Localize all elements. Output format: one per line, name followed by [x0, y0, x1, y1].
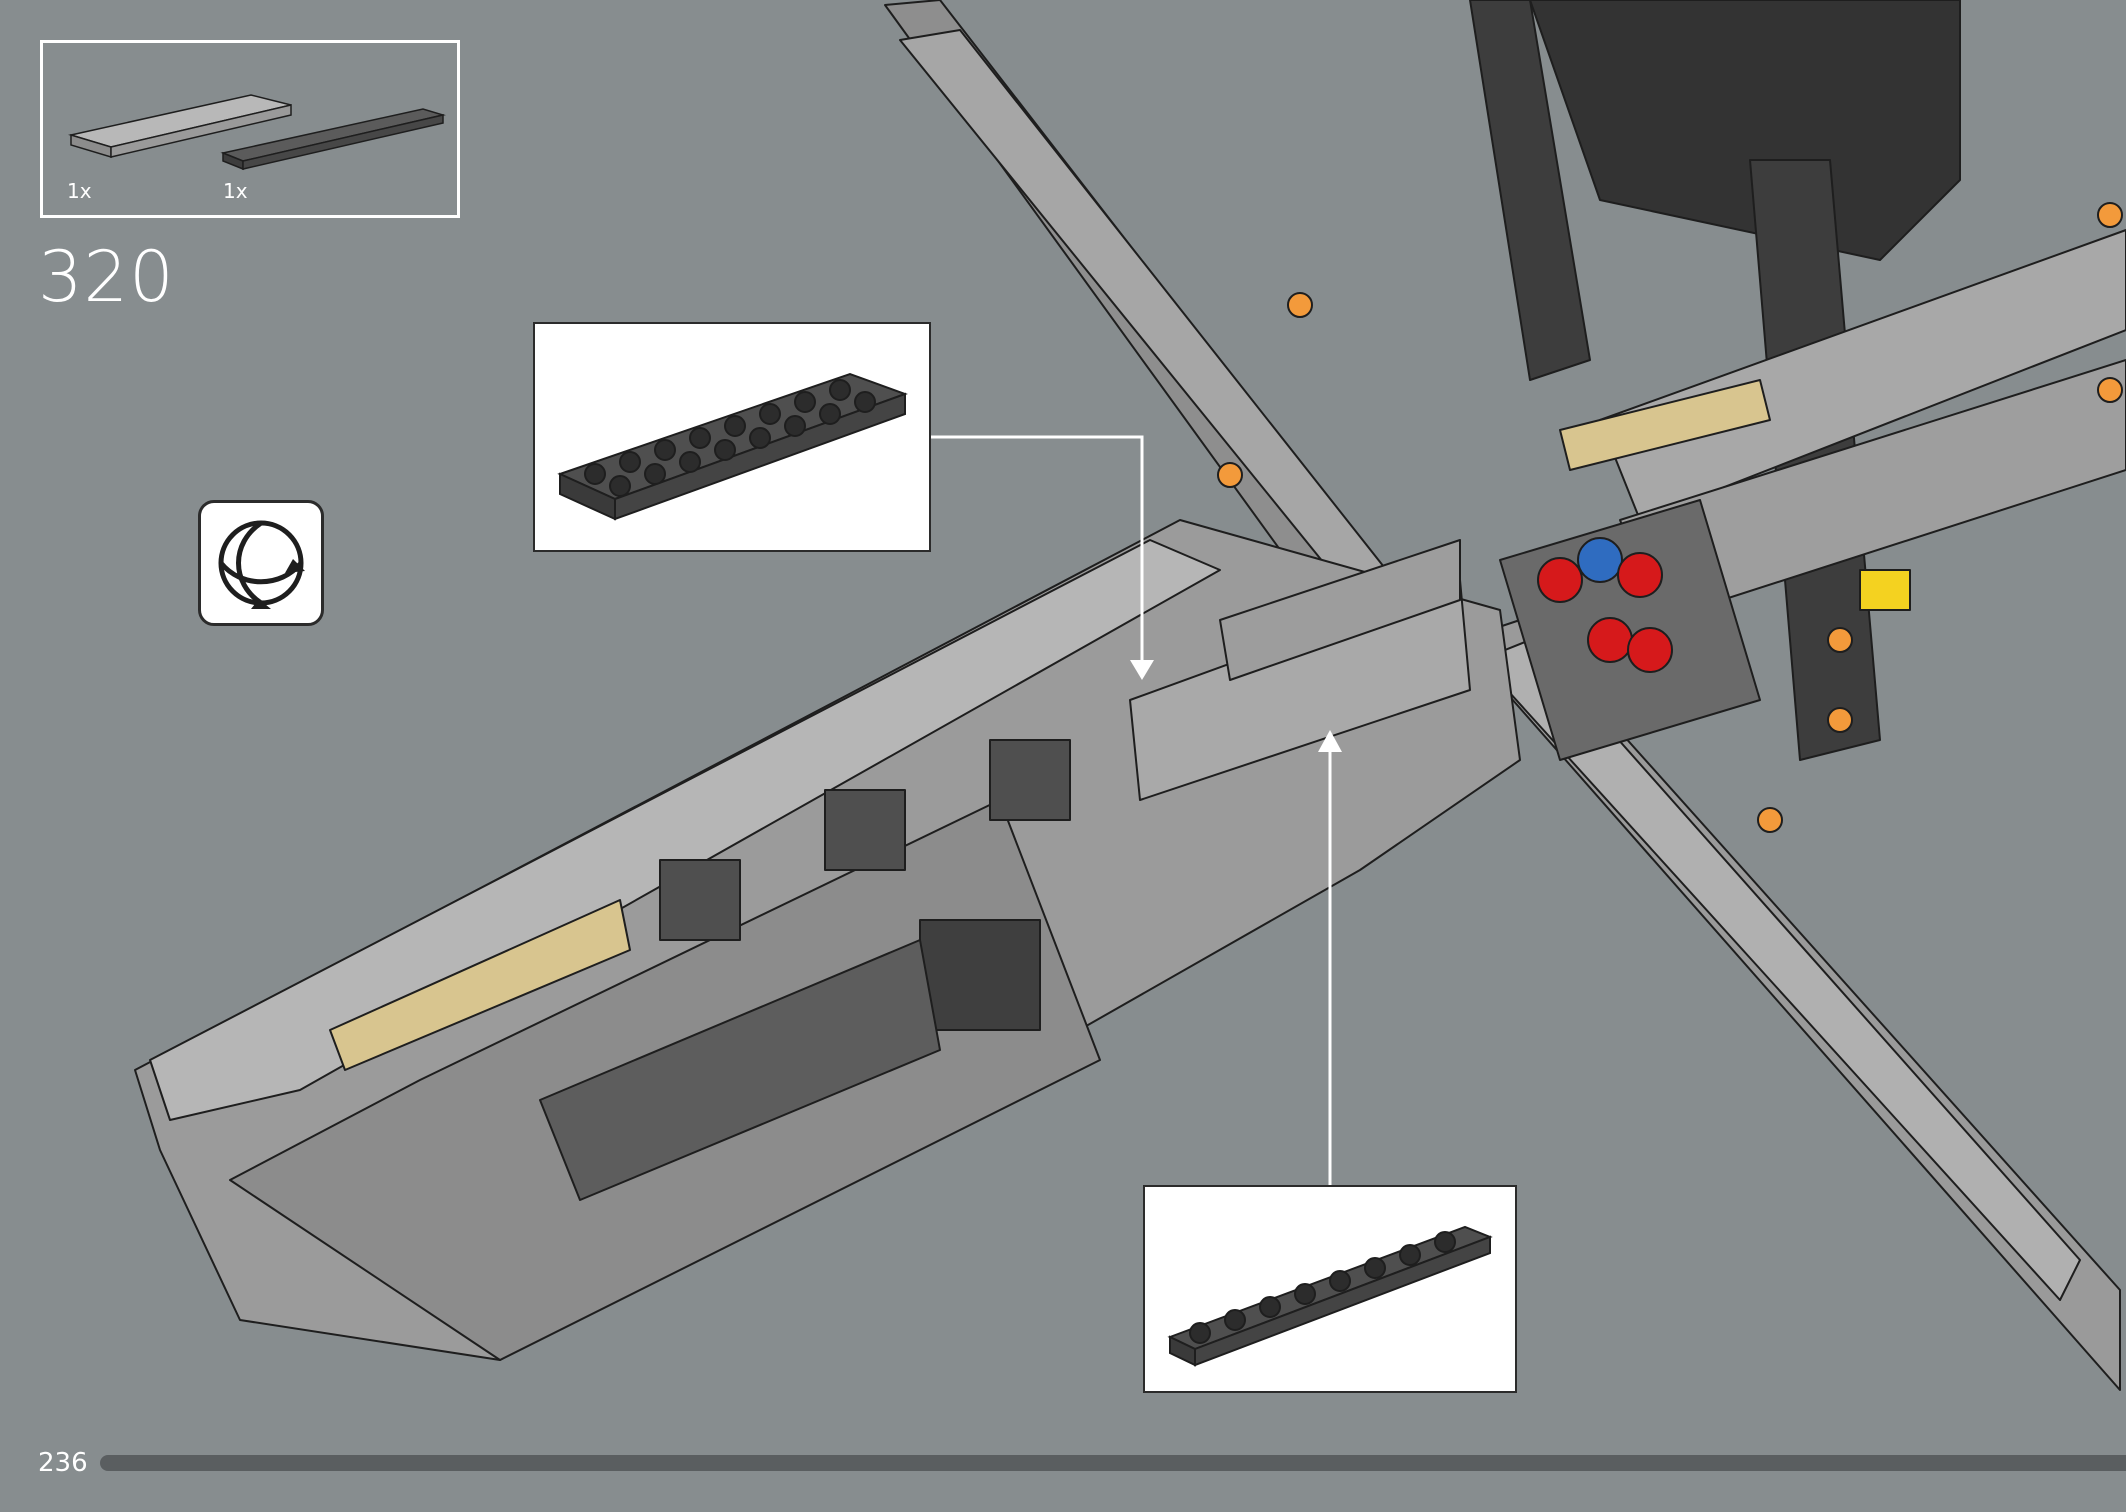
callout-light-gray-plate: [533, 322, 931, 552]
plate-1x8-part: [1167, 1225, 1493, 1367]
part-quantity: 1x: [67, 179, 92, 203]
parts-list: 1x 1x: [40, 40, 460, 218]
step-number: 320: [38, 236, 175, 318]
light-gray-plate-part: [68, 94, 446, 171]
callout-dark-gray-plate: [1143, 1185, 1517, 1393]
rotate-model-icon: [198, 500, 324, 626]
plate-2x8-part: [557, 372, 908, 521]
progress-bar: [100, 1455, 2126, 1471]
part-quantity: 1x: [223, 179, 248, 203]
page-number: 236: [38, 1448, 88, 1478]
